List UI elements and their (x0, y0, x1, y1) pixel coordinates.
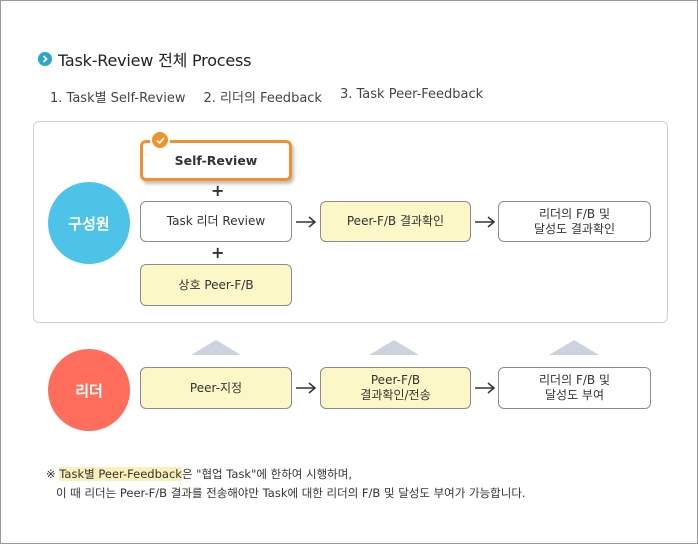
leader-circle: 리더 (48, 349, 130, 431)
box-line: 달성도 부여 (544, 388, 604, 402)
box-line: 결과확인/전송 (360, 388, 431, 402)
peer-fb-result-box: Peer-F/B 결과확인 (320, 201, 471, 242)
peer-fb-send-box: Peer-F/B 결과확인/전송 (320, 367, 471, 409)
plus-sign: + (211, 243, 225, 262)
leader-fb-check-box: 리더의 F/B 및 달성도 결과확인 (498, 201, 651, 242)
plus-sign: + (211, 181, 225, 200)
task-leader-review-box: Task 리더 Review (140, 201, 292, 242)
note-mark: ※ (46, 467, 56, 481)
arrow-right-icon (295, 216, 317, 228)
box-line: 리더의 F/B 및 (539, 206, 610, 221)
peer-assign-box: Peer-지정 (140, 367, 292, 409)
leader-fb-grant-box: 리더의 F/B 및 달성도 부여 (498, 367, 651, 409)
title-row: Task-Review 전체 Process (38, 47, 252, 71)
page-title: Task-Review 전체 Process (58, 51, 252, 70)
footnote: ※ Task별 Peer-Feedback은 "협업 Task"에 한하여 시행… (46, 465, 526, 503)
note-text: 은 "협업 Task"에 한하여 시행하며, (181, 467, 352, 481)
footnote-line: ※ Task별 Peer-Feedback은 "협업 Task"에 한하여 시행… (46, 465, 526, 484)
chevron-right-icon (38, 52, 52, 66)
note-text: 이 때 리더는 Peer-F/B 결과를 전송해야만 Task에 대한 리더의 … (56, 486, 526, 500)
step-item: 1. Task별 Self-Review (50, 91, 186, 106)
steps-list: 1. Task별 Self-Review 2. 리더의 Feedback 3. … (50, 87, 483, 106)
member-circle: 구성원 (48, 182, 130, 264)
note-highlight: Task별 Peer-Feedback (59, 467, 182, 481)
arrow-right-icon (295, 382, 317, 394)
box-line: 달성도 결과확인 (533, 221, 616, 236)
arrow-right-icon (474, 216, 496, 228)
footnote-line: 이 때 리더는 Peer-F/B 결과를 전송해야만 Task에 대한 리더의 … (46, 484, 526, 503)
check-icon (150, 130, 170, 150)
box-line: 리더의 F/B 및 (539, 373, 610, 387)
mutual-peer-fb-box: 상호 Peer-F/B (140, 264, 292, 306)
up-triangle (191, 340, 241, 355)
up-triangle (369, 340, 419, 355)
arrow-right-icon (474, 382, 496, 394)
step-item: 2. 리더의 Feedback (203, 91, 322, 106)
up-triangle (549, 340, 599, 355)
box-line: Peer-F/B (370, 373, 421, 387)
step-item: 3. Task Peer-Feedback (339, 87, 484, 102)
